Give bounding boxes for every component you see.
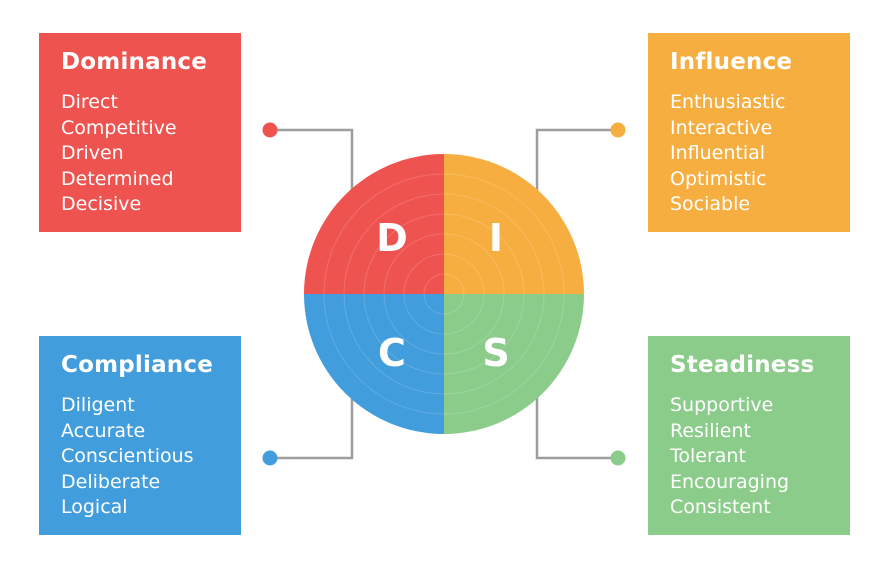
compliance-card: Compliance Diligent Accurate Conscientio… [39, 336, 241, 535]
dot-dominance [262, 122, 278, 138]
trait-item: Determined [61, 167, 174, 190]
trait-item: Resilient [670, 419, 751, 442]
letter-c: C [378, 331, 406, 375]
dominance-title: Dominance [61, 49, 208, 75]
letter-s: S [482, 331, 509, 375]
trait-item: Sociable [670, 193, 751, 215]
trait-item: Enthusiastic [670, 91, 786, 113]
dot-compliance [262, 450, 278, 466]
trait-item: Consistent [670, 496, 771, 518]
dominance-traits: Direct Competitive Driven Determined Dec… [61, 90, 177, 218]
trait-item: Interactive [670, 116, 773, 139]
influence-title: Influence [670, 49, 793, 75]
dot-steadiness [610, 450, 626, 466]
influence-card: Influence Enthusiastic Interactive Influ… [648, 33, 850, 232]
wheel-rings [323, 173, 565, 415]
trait-item: Decisive [61, 193, 142, 215]
trait-item: Optimistic [670, 167, 767, 190]
trait-item: Tolerant [670, 445, 746, 467]
letter-i: I [489, 216, 503, 260]
trait-item: Accurate [61, 419, 146, 442]
quadrant-influence [444, 154, 584, 294]
connector-dominance [270, 128, 354, 193]
steadiness-traits: Supportive Resilient Tolerant Encouragin… [670, 393, 789, 521]
compliance-title: Compliance [61, 352, 214, 378]
letter-d: D [376, 216, 408, 260]
dot-influence [610, 122, 626, 138]
quadrant-steadiness [444, 294, 584, 434]
quadrant-compliance [304, 294, 444, 434]
steadiness-card: Steadiness Supportive Resilient Tolerant… [648, 336, 850, 535]
trait-item: Encouraging [670, 470, 790, 493]
connector-steadiness [535, 396, 618, 460]
trait-item: Direct [61, 91, 118, 113]
trait-item: Supportive [670, 394, 774, 416]
trait-item: Logical [61, 496, 128, 518]
trait-item: Conscientious [61, 445, 194, 467]
disc-wheel: D I C S [304, 154, 584, 434]
quadrant-dominance [304, 154, 444, 294]
steadiness-title: Steadiness [670, 352, 815, 378]
connector-influence [535, 128, 618, 193]
influence-traits: Enthusiastic Interactive Influential Opt… [670, 90, 785, 218]
trait-item: Driven [61, 142, 124, 164]
trait-item: Diligent [61, 394, 135, 416]
dominance-card: Dominance Direct Competitive Driven Dete… [39, 33, 241, 232]
trait-item: Influential [670, 142, 766, 164]
trait-item: Deliberate [61, 470, 161, 493]
connector-compliance [270, 396, 354, 460]
trait-item: Competitive [61, 116, 177, 139]
compliance-traits: Diligent Accurate Conscientious Delibera… [61, 393, 194, 521]
connectors [270, 128, 618, 460]
